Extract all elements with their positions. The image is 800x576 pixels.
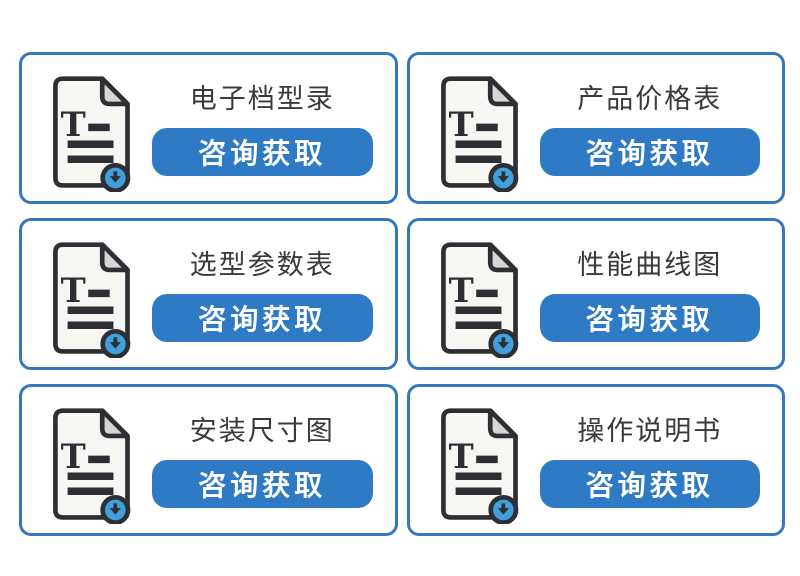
card-title: 操作说明书 [577, 416, 723, 446]
document-download-icon: T [44, 240, 138, 358]
consult-button[interactable]: 咨询获取 [152, 128, 373, 176]
document-download-icon: T [432, 240, 526, 358]
svg-text:T: T [61, 436, 86, 476]
document-download-icon: T [44, 74, 138, 192]
card-content: 产品价格表 咨询获取 [539, 84, 760, 176]
consult-button[interactable]: 咨询获取 [152, 294, 373, 342]
document-download-icon: T [432, 406, 526, 524]
svg-text:T: T [61, 270, 86, 310]
consult-button[interactable]: 咨询获取 [539, 128, 760, 176]
card-performance-curves: T 性能曲线图 咨询获取 [406, 218, 785, 370]
card-title: 电子档型录 [189, 84, 335, 114]
consult-button[interactable]: 咨询获取 [539, 460, 760, 508]
card-title: 产品价格表 [577, 84, 723, 114]
card-title: 性能曲线图 [577, 250, 723, 280]
card-content: 操作说明书 咨询获取 [539, 416, 760, 508]
card-title: 选型参数表 [189, 250, 335, 280]
card-content: 选型参数表 咨询获取 [152, 250, 373, 342]
card-content: 性能曲线图 咨询获取 [539, 250, 760, 342]
card-operation-manual: T 操作说明书 咨询获取 [406, 384, 785, 536]
card-electronic-catalog: T 电子档型录 咨询获取 [19, 52, 398, 204]
card-content: 安装尺寸图 咨询获取 [152, 416, 373, 508]
card-installation-dimensions: T 安装尺寸图 咨询获取 [19, 384, 398, 536]
svg-text:T: T [61, 104, 86, 144]
document-download-icon: T [432, 74, 526, 192]
svg-text:T: T [448, 270, 473, 310]
card-price-list: T 产品价格表 咨询获取 [406, 52, 785, 204]
svg-text:T: T [448, 104, 473, 144]
resource-card-grid: T 电子档型录 咨询获取 T [19, 52, 785, 536]
svg-text:T: T [448, 436, 473, 476]
document-download-icon: T [44, 406, 138, 524]
consult-button[interactable]: 咨询获取 [152, 460, 373, 508]
card-selection-parameters: T 选型参数表 咨询获取 [19, 218, 398, 370]
card-title: 安装尺寸图 [189, 416, 335, 446]
card-content: 电子档型录 咨询获取 [152, 84, 373, 176]
consult-button[interactable]: 咨询获取 [539, 294, 760, 342]
